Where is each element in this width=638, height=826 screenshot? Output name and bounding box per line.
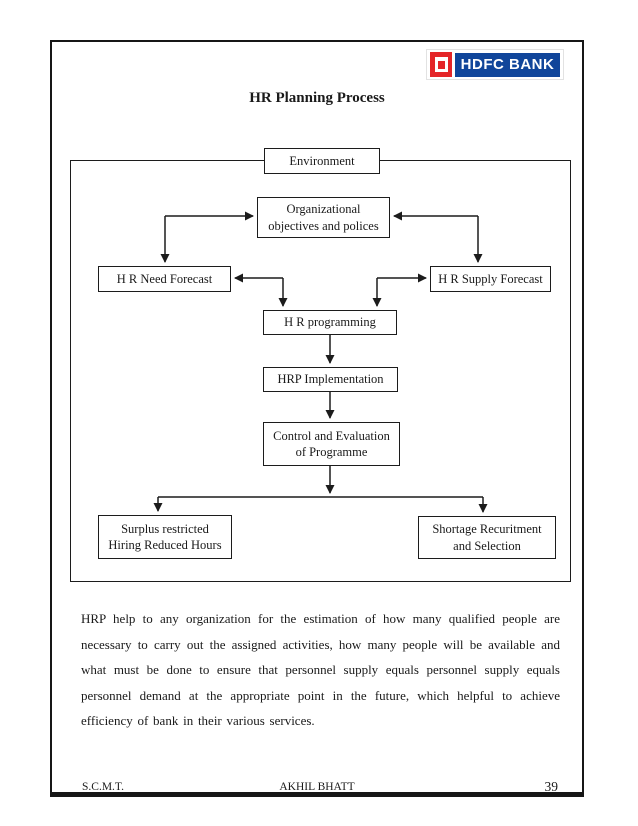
hdfc-bank-logo: HDFC BANK [426,49,564,80]
body-paragraph: HRP help to any organization for the est… [81,611,560,728]
node-label-line1: Surplus restricted [121,521,209,536]
flow-node-environment: Environment [264,148,380,174]
footer-institution: S.C.M.T. [82,781,124,793]
node-label-line2: objectives and polices [268,218,379,233]
node-label: Environment [289,153,355,168]
page-footer: AKHIL BHATT S.C.M.T. 39 [50,779,584,797]
page-number: 39 [544,779,559,794]
node-label-line2: and Selection [453,538,521,553]
flow-node-surplus: Surplus restricted Hiring Reduced Hours [98,515,232,559]
flow-node-hrp-implementation: HRP Implementation [263,367,398,392]
flow-node-organizational-objectives: Organizational objectives and polices [257,197,390,238]
node-label: HRP Implementation [277,372,384,387]
flow-node-hr-programming: H R programming [263,310,397,335]
flow-node-hr-supply-forecast: H R Supply Forecast [430,266,551,292]
node-label: H R programming [284,315,376,330]
node-label-line1: Control and Evaluation [273,428,390,443]
hdfc-logo-icon [430,52,452,77]
node-label-line1: Organizational [286,202,361,217]
flow-node-shortage: Shortage Recuritment and Selection [418,516,556,559]
hdfc-bank-wordmark: HDFC BANK [455,52,560,77]
node-label: H R Need Forecast [116,271,213,286]
node-label-line2: Hiring Reduced Hours [108,538,222,552]
footer-author: AKHIL BHATT [279,781,355,793]
flow-node-hr-need-forecast: H R Need Forecast [98,266,231,292]
flow-node-control-evaluation: Control and Evaluation of Programme [263,422,400,466]
node-label-line2: of Programme [295,445,368,459]
page-title: HR Planning Process [249,90,385,106]
node-label-line1: Shortage Recuritment [432,522,542,537]
node-label: H R Supply Forecast [438,271,543,286]
